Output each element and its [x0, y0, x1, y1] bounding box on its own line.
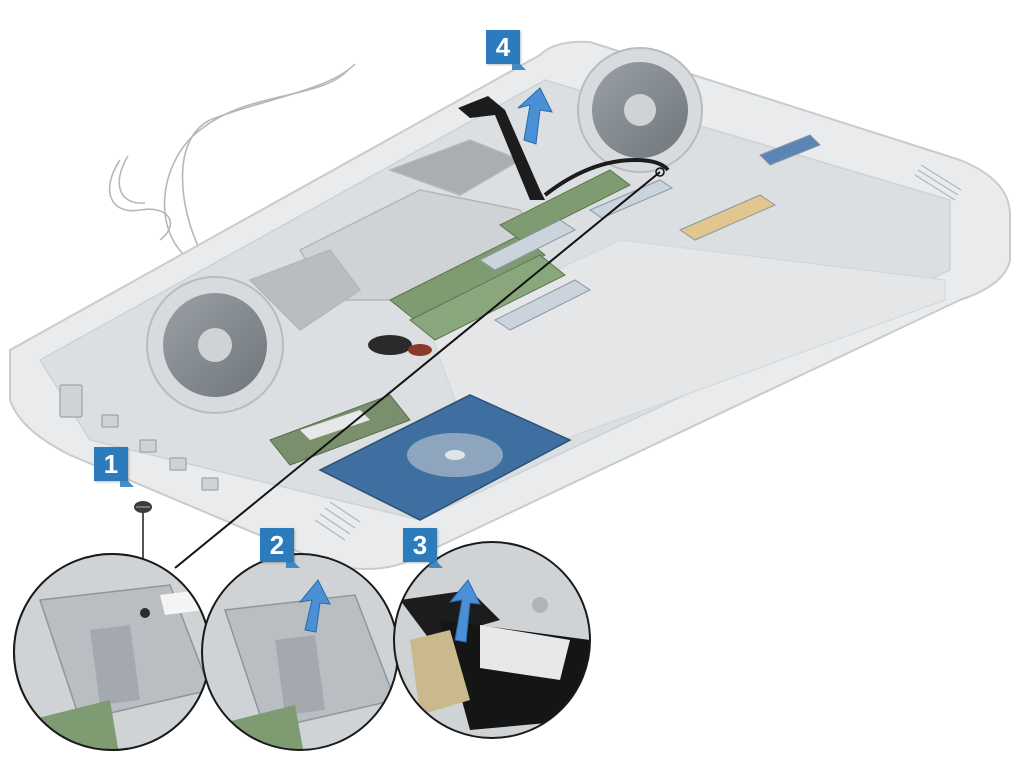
- coin-cell-battery: [368, 335, 432, 356]
- lift-arrow-icon: [517, 87, 553, 145]
- detail-view-bracket: [201, 553, 399, 751]
- step-badge-1: 1: [94, 447, 128, 481]
- detail-view-cable: [393, 541, 591, 739]
- antenna-wires: [108, 63, 356, 261]
- leader-line: [174, 171, 661, 569]
- vent-grille: [314, 164, 962, 541]
- step-badge-2: 2: [260, 528, 294, 562]
- bottom-fan: [146, 276, 284, 414]
- black-cable: [458, 96, 670, 200]
- step-badge-3: 3: [403, 528, 437, 562]
- callout-target: [655, 167, 665, 177]
- m2-ssd: [269, 394, 411, 466]
- side-ports: [59, 384, 219, 491]
- ribbon-cables: [479, 134, 821, 331]
- hard-drive: [318, 394, 572, 521]
- detail-view-screw: [13, 553, 211, 751]
- step-badge-4: 4: [486, 30, 520, 64]
- top-fan: [577, 47, 703, 173]
